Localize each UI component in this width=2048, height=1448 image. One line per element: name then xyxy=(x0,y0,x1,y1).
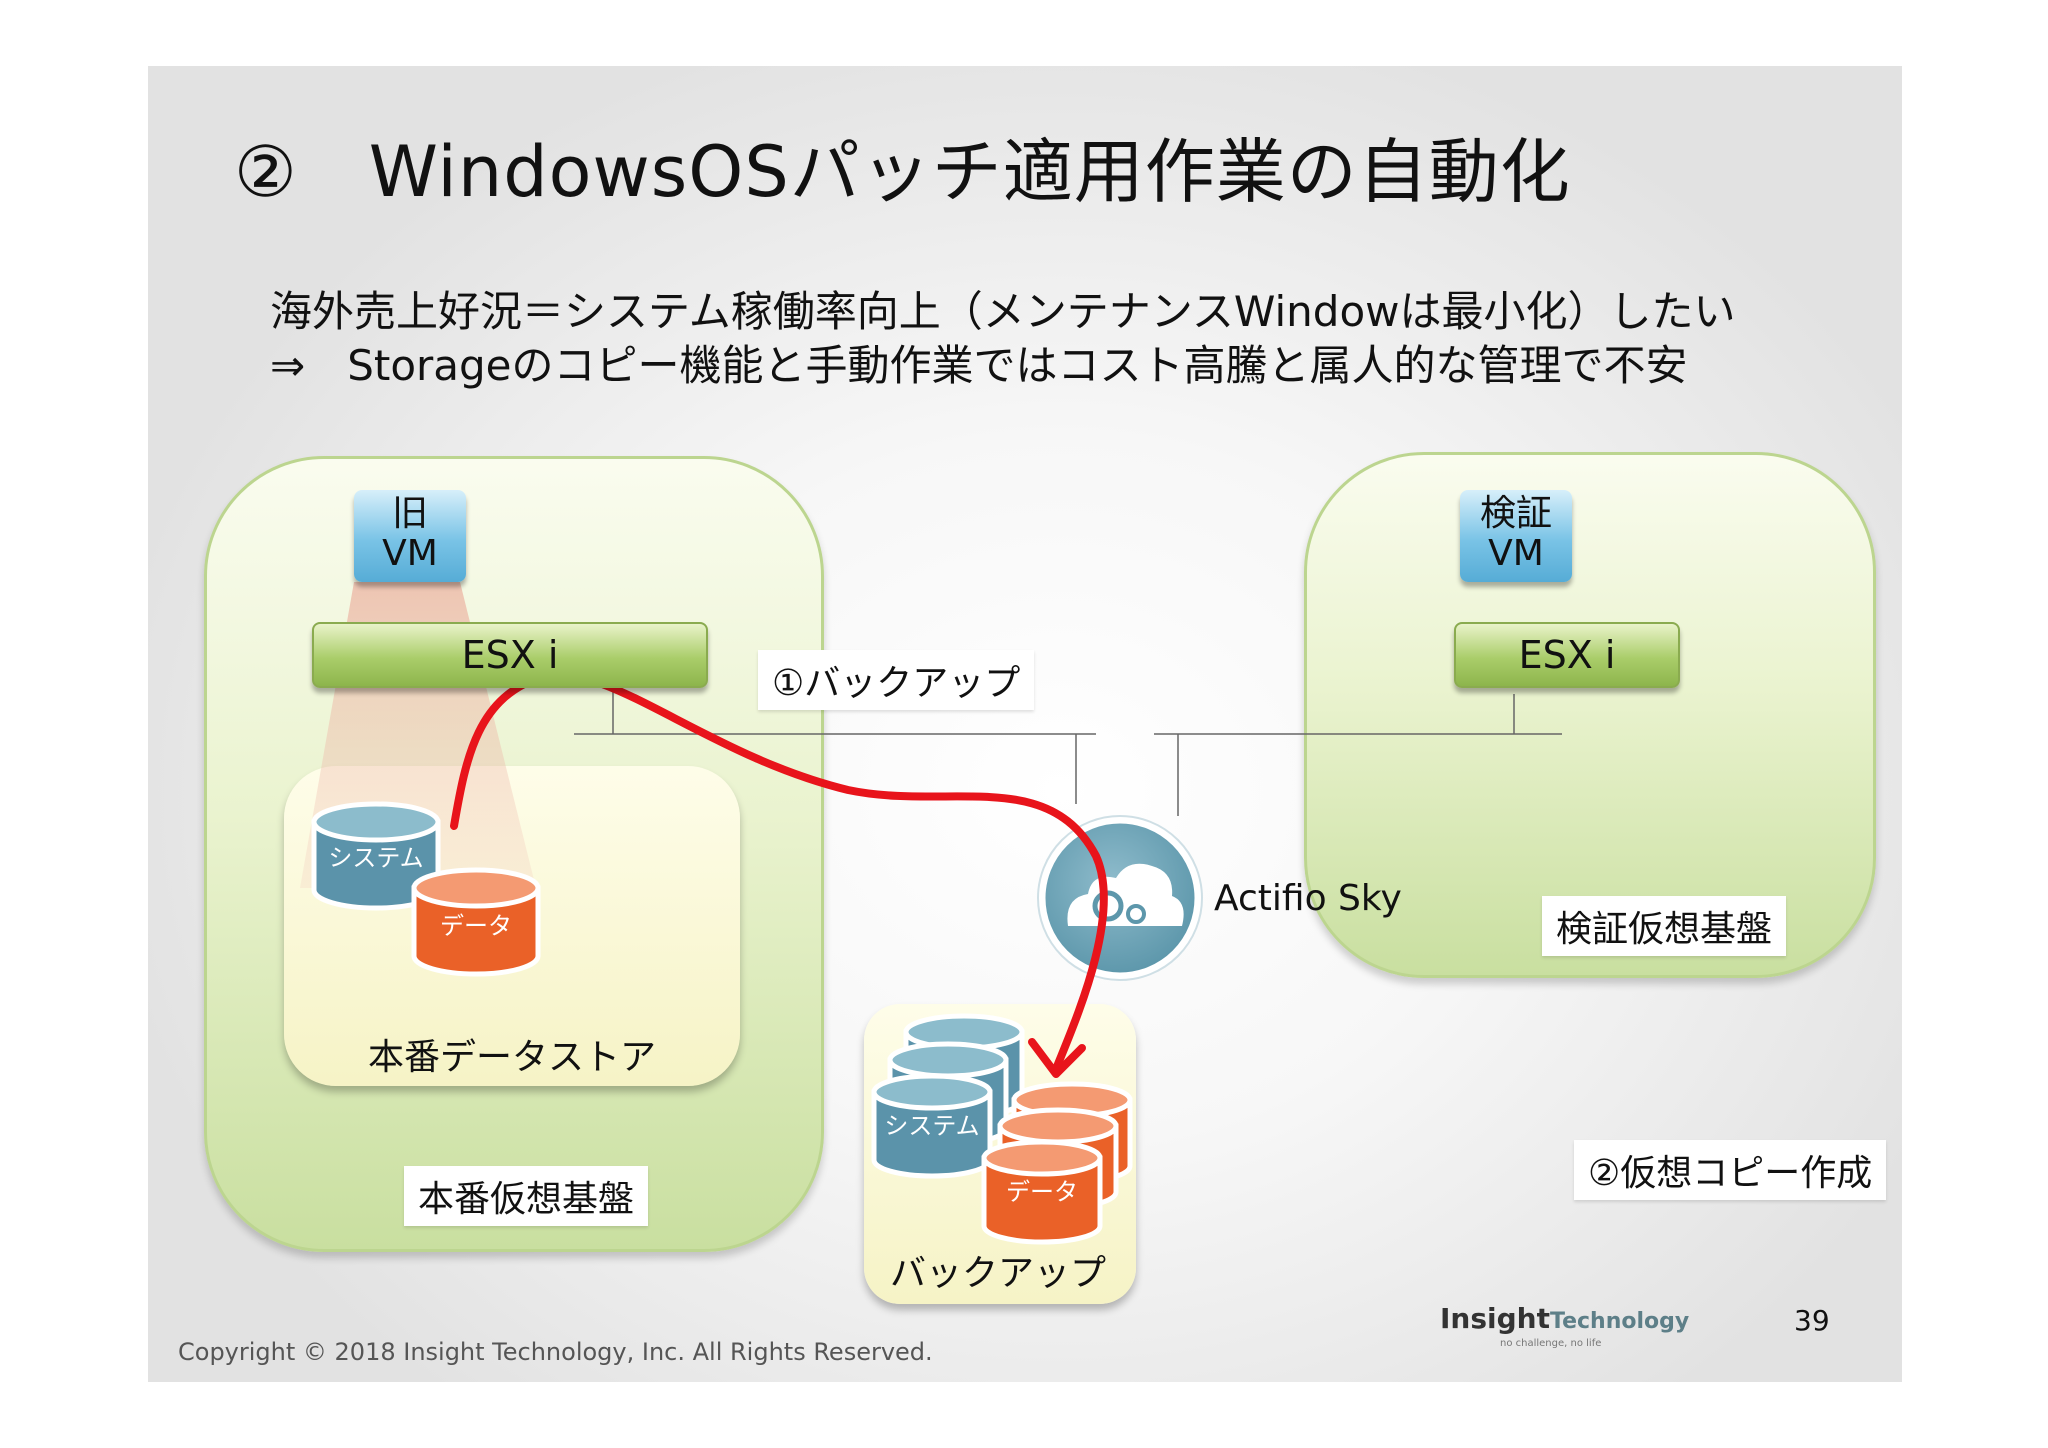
network-lines xyxy=(574,688,1562,816)
esx-right-box: ESX i xyxy=(1454,622,1680,688)
disk-data-label: データ xyxy=(440,912,512,940)
backup-flow-arrow xyxy=(450,670,1108,1073)
backup-disk-data-label: データ xyxy=(1006,1178,1078,1206)
backup-disk-system-label: システム xyxy=(884,1112,980,1140)
logo-main-text: Insight xyxy=(1440,1302,1550,1335)
backup-store-label: バックアップ xyxy=(890,1253,1107,1294)
backup-disk-system-stack xyxy=(871,1013,1025,1179)
actifio-sky-label: Actifio Sky xyxy=(1214,878,1402,919)
esx-left-box: ESX i xyxy=(312,622,708,688)
verification-panel-label: 検証仮想基盤 xyxy=(1542,896,1787,956)
old-vm-box: 旧 VM xyxy=(354,490,466,582)
step1-backup-label: ①バックアップ xyxy=(758,650,1035,710)
slide-title: ② WindowsOSパッチ適用作業の自動化 xyxy=(234,131,1571,213)
verify-vm-box: 検証 VM xyxy=(1460,490,1572,582)
body-line-1: 海外売上好況＝システム稼働率向上（メンテナンスWindowは最小化）したい xyxy=(270,287,1736,336)
production-panel-label: 本番仮想基盤 xyxy=(404,1166,649,1226)
insight-technology-logo: InsightTechnology no challenge, no life xyxy=(1440,1302,1690,1349)
slide: ② WindowsOSパッチ適用作業の自動化 海外売上好況＝システム稼働率向上（… xyxy=(148,66,1902,1382)
disk-data xyxy=(411,867,541,977)
copyright-text: Copyright © 2018 Insight Technology, Inc… xyxy=(178,1338,933,1366)
logo-tagline: no challenge, no life xyxy=(1500,1338,1602,1349)
production-datastore-label: 本番データストア xyxy=(368,1037,657,1078)
step2-virtual-copy-label: ②仮想コピー作成 xyxy=(1574,1140,1887,1200)
disk-system xyxy=(311,801,441,911)
backup-disk-data-stack xyxy=(981,1081,1133,1245)
verification-panel xyxy=(1304,452,1876,978)
arrow-head xyxy=(1028,1038,1086,1078)
body-line-2: ⇒ Storageのコピー機能と手動作業ではコスト高騰と属人的な管理で不安 xyxy=(270,341,1688,390)
disk-system-label: システム xyxy=(328,844,424,872)
logo-sub-text: Technology xyxy=(1549,1309,1690,1334)
page-number: 39 xyxy=(1794,1304,1830,1337)
actifio-cloud-icon xyxy=(1037,815,1203,981)
